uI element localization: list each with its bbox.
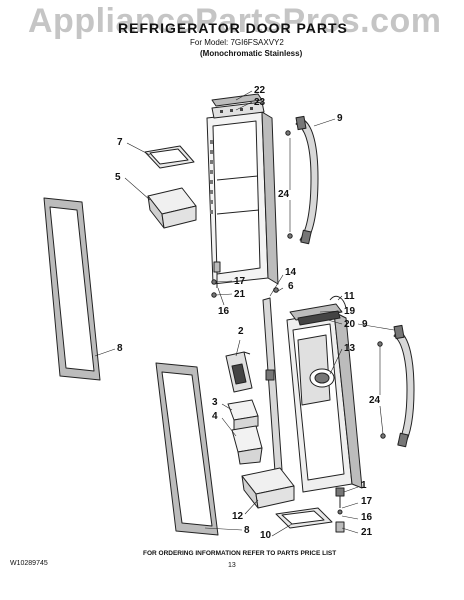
- callout-9-top: 9: [337, 113, 343, 124]
- lower-handle: [377, 324, 415, 448]
- callout-17-bottom: 17: [361, 496, 373, 507]
- page-title: REFRIGERATOR DOOR PARTS: [118, 20, 348, 36]
- callout-3: 3: [212, 397, 218, 408]
- callout-5: 5: [115, 172, 121, 183]
- callout-13: 13: [344, 343, 356, 354]
- callout-11: 11: [344, 291, 355, 302]
- callout-10: 10: [260, 530, 272, 541]
- gasket-left: [43, 197, 101, 381]
- callout-12: 12: [232, 511, 244, 522]
- callout-17-top: 17: [234, 276, 246, 287]
- door-bin-5: [147, 187, 197, 229]
- callout-24-right: 24: [369, 395, 381, 406]
- callout-21-bottom: 21: [361, 527, 373, 538]
- callout-1: 1: [361, 480, 367, 491]
- lower-door: [286, 303, 363, 533]
- callout-21-top: 21: [234, 289, 246, 300]
- callout-7: 7: [117, 137, 123, 148]
- callout-6: 6: [288, 281, 294, 292]
- callout-9-right: 9: [362, 319, 368, 330]
- model-line: For Model: 7GI6FSAXVY2: [190, 38, 284, 47]
- ordering-note: FOR ORDERING INFORMATION REFER TO PARTS …: [143, 550, 337, 557]
- callout-16-bottom: 16: [361, 512, 373, 523]
- callout-2: 2: [238, 326, 244, 337]
- document-code: W10289745: [10, 560, 48, 567]
- page-number: 13: [228, 562, 236, 569]
- upper-handle: [285, 115, 319, 245]
- callout-22: 22: [254, 85, 266, 96]
- bin-3: [227, 399, 259, 431]
- callout-8-bottom: 8: [244, 525, 250, 536]
- mullion-bar: [262, 287, 283, 473]
- gasket-bottom: [155, 362, 219, 536]
- callout-23: 23: [254, 97, 266, 108]
- callout-4: 4: [212, 411, 218, 422]
- watermark: AppliancePartsPros.com: [28, 2, 442, 40]
- upper-door: [206, 93, 279, 298]
- callout-14: 14: [285, 267, 297, 278]
- bin-4: [231, 425, 263, 465]
- callout-8-left: 8: [117, 343, 123, 354]
- callout-24-top: 24: [278, 189, 290, 200]
- callout-20: 20: [344, 319, 356, 330]
- dispenser-bracket: [225, 351, 253, 393]
- callout-16-top: 16: [218, 306, 230, 317]
- variant-line: (Monochromatic Stainless): [200, 49, 303, 58]
- callout-19: 19: [344, 306, 356, 317]
- lower-bin-12: [241, 467, 295, 509]
